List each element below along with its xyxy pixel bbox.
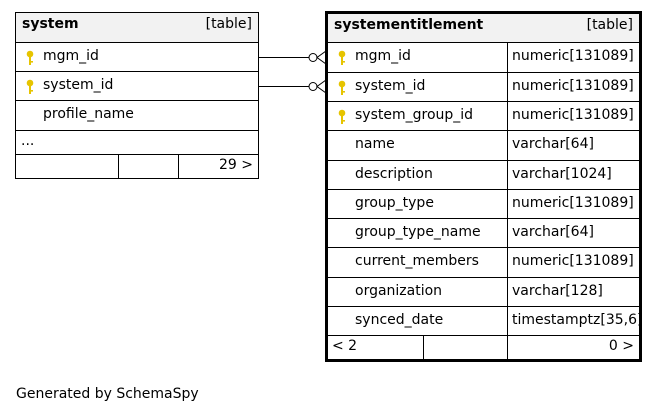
table-row[interactable]: description varchar[1024] xyxy=(328,161,639,190)
table-row[interactable]: group_type numeric[131089] xyxy=(328,190,639,219)
table-row[interactable]: system_group_id numeric[131089] xyxy=(328,102,639,131)
primary-key-icon xyxy=(338,50,346,65)
table-row-ellipsis: ... xyxy=(16,131,258,155)
column-type: numeric[131089] xyxy=(512,107,634,123)
table-row[interactable]: organization varchar[128] xyxy=(328,278,639,307)
child-count[interactable]: 0 > xyxy=(608,338,634,354)
table-row[interactable]: group_type_name varchar[64] xyxy=(328,219,639,248)
table-system-kind: [table] xyxy=(205,16,252,32)
table-systementitlement-name: systementitlement xyxy=(334,17,484,33)
column-name: description xyxy=(355,166,433,182)
column-name: group_type_name xyxy=(355,224,481,240)
column-type: varchar[64] xyxy=(512,224,594,240)
primary-key-icon xyxy=(338,109,346,124)
ellipsis-text: ... xyxy=(21,133,35,149)
table-row[interactable]: mgm_id xyxy=(16,43,258,72)
column-name: system_group_id xyxy=(355,107,474,123)
connector-system-id-crowfoot xyxy=(316,79,327,94)
column-name: current_members xyxy=(355,253,479,269)
column-name: system_id xyxy=(355,78,426,94)
column-name: organization xyxy=(355,283,443,299)
column-type: varchar[64] xyxy=(512,136,594,152)
generated-by-caption: Generated by SchemaSpy xyxy=(16,386,199,402)
table-row[interactable]: synced_date timestamptz[35,6] xyxy=(328,307,643,336)
table-systementitlement-footer: < 2 0 > xyxy=(328,336,639,359)
connector-system-id-circle xyxy=(308,82,318,91)
primary-key-icon xyxy=(26,50,34,65)
column-type: varchar[1024] xyxy=(512,166,612,182)
table-row[interactable]: system_id xyxy=(16,72,258,101)
table-row[interactable]: mgm_id numeric[131089] xyxy=(328,43,639,73)
column-name: synced_date xyxy=(355,312,444,328)
column-name: name xyxy=(355,136,395,152)
table-row[interactable]: profile_name xyxy=(16,101,258,131)
primary-key-icon xyxy=(26,79,34,94)
column-name: mgm_id xyxy=(43,48,99,64)
table-system-name: system xyxy=(22,16,79,32)
table-row[interactable]: current_members numeric[131089] xyxy=(328,248,639,278)
connector-mgm-id-circle xyxy=(308,53,318,62)
table-systementitlement[interactable]: systementitlement [table] mgm_id numeric[… xyxy=(325,11,642,362)
column-type: numeric[131089] xyxy=(512,48,634,64)
column-type: numeric[131089] xyxy=(512,78,634,94)
table-system[interactable]: system [table] mgm_id system_id profile_… xyxy=(15,12,259,179)
parent-count[interactable]: < 2 xyxy=(332,338,358,354)
table-row[interactable]: name varchar[64] xyxy=(328,131,639,161)
column-name: mgm_id xyxy=(355,48,411,64)
connector-mgm-id-crowfoot xyxy=(316,50,327,65)
table-systementitlement-header[interactable]: systementitlement [table] xyxy=(328,14,639,43)
column-type: numeric[131089] xyxy=(512,195,634,211)
column-name: group_type xyxy=(355,195,434,211)
column-type: varchar[128] xyxy=(512,283,603,299)
table-row[interactable]: system_id numeric[131089] xyxy=(328,73,639,102)
column-name: profile_name xyxy=(43,106,134,122)
column-type: timestamptz[35,6] xyxy=(512,312,643,328)
table-systementitlement-kind: [table] xyxy=(586,17,633,33)
child-count[interactable]: 29 > xyxy=(219,157,253,173)
table-system-header[interactable]: system [table] xyxy=(16,13,258,43)
column-type: numeric[131089] xyxy=(512,253,634,269)
column-name: system_id xyxy=(43,77,114,93)
table-system-footer: 29 > xyxy=(16,155,258,178)
primary-key-icon xyxy=(338,80,346,95)
